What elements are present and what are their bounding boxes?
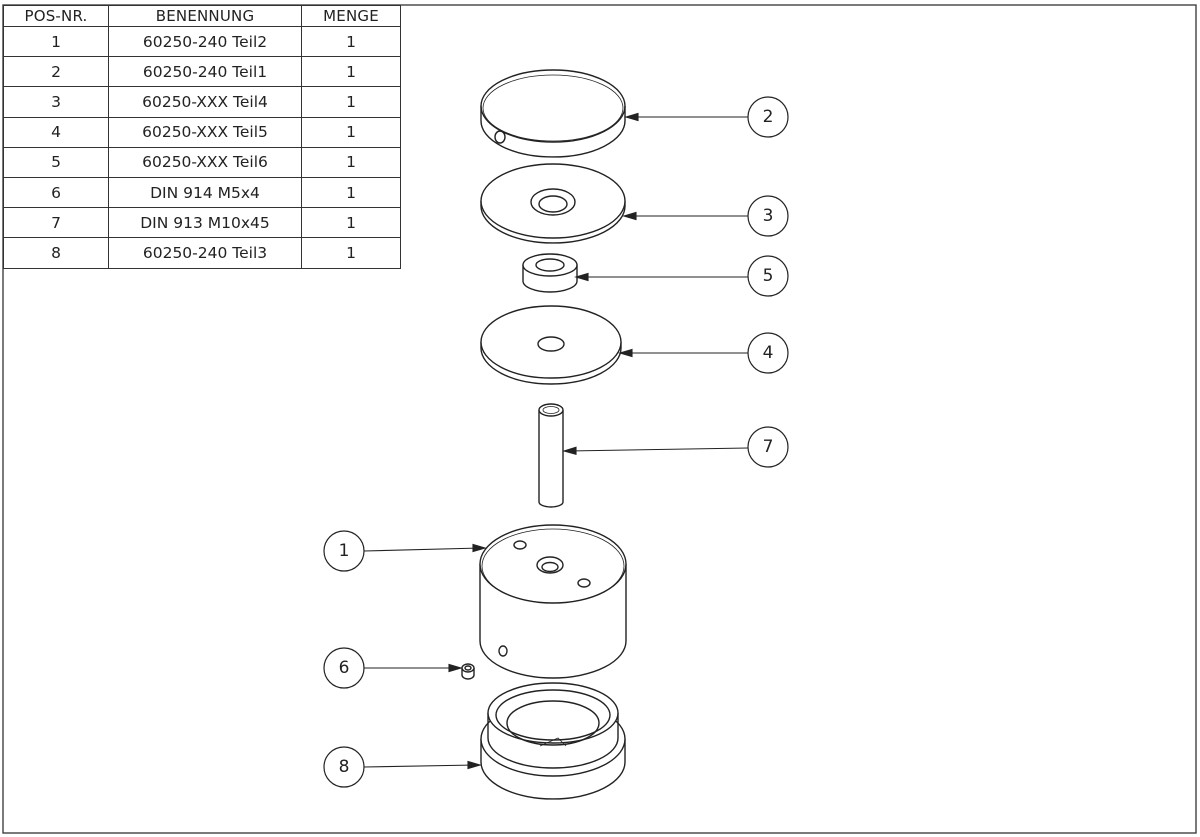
cell-name: 60250-240 Teil1 [108, 56, 302, 88]
drawing-frame [2, 4, 1197, 834]
balloon-7-label: 7 [763, 437, 774, 457]
cell-qty: 1 [301, 207, 401, 239]
table-row: 7 DIN 913 M10x45 1 [3, 207, 401, 239]
balloon-2-circle [747, 96, 789, 138]
balloon-5-circle [747, 255, 789, 297]
table-row: 4 60250-XXX Teil5 1 [3, 116, 401, 148]
cell-qty: 1 [301, 176, 401, 209]
balloon-4-label: 4 [763, 343, 774, 363]
cell-pos: 4 [3, 116, 109, 148]
table-row: 6 DIN 914 M5x4 1 [3, 176, 401, 209]
balloon-8-circle [323, 746, 365, 788]
header-name: BENENNUNG [108, 5, 302, 27]
cell-name: 60250-XXX Teil5 [108, 116, 302, 148]
leader-2 [624, 112, 748, 122]
cell-name: 60250-XXX Teil6 [108, 146, 302, 178]
cell-qty: 1 [301, 116, 401, 148]
cell-qty: 1 [301, 25, 401, 58]
leader-8 [363, 760, 482, 770]
cell-name: 60250-XXX Teil4 [108, 86, 302, 118]
balloon-8-label: 8 [339, 757, 350, 777]
cell-pos: 8 [3, 237, 109, 269]
balloon-6-circle [323, 647, 365, 689]
table-row: 2 60250-240 Teil1 1 [3, 56, 401, 88]
balloon-1-circle [323, 530, 365, 572]
balloon-3-circle [747, 195, 789, 237]
table-row: 1 60250-240 Teil2 1 [3, 25, 401, 58]
cell-pos: 3 [3, 86, 109, 118]
balloon-4-circle [747, 332, 789, 374]
balloon-7-circle [747, 426, 789, 468]
leader-1 [363, 543, 487, 553]
leader-5 [574, 272, 748, 282]
leader-6 [364, 663, 463, 673]
cell-name: 60250-240 Teil2 [108, 25, 302, 58]
table-row: 8 60250-240 Teil3 1 [3, 237, 401, 269]
cell-pos: 2 [3, 56, 109, 88]
leader-4 [618, 348, 748, 358]
cell-name: DIN 914 M5x4 [108, 176, 302, 209]
part-8-base [480, 682, 626, 800]
table-row: 3 60250-XXX Teil4 1 [3, 86, 401, 118]
table-row: 5 60250-XXX Teil6 1 [3, 146, 401, 178]
table-header-row: POS-NR. BENENNUNG MENGE [3, 5, 401, 27]
cell-pos: 6 [3, 176, 109, 209]
leader-7 [562, 446, 749, 456]
header-pos: POS-NR. [3, 5, 109, 27]
cell-name: DIN 913 M10x45 [108, 207, 302, 239]
cell-pos: 7 [3, 207, 109, 239]
balloon-6-label: 6 [339, 658, 350, 678]
balloon-1-label: 1 [339, 541, 350, 561]
cell-qty: 1 [301, 237, 401, 269]
part-2-cap [480, 69, 626, 158]
part-3-disc [480, 163, 626, 244]
part-5-ring [522, 253, 578, 293]
header-qty: MENGE [301, 5, 401, 27]
balloon-3-label: 3 [763, 206, 774, 226]
cell-qty: 1 [301, 146, 401, 178]
cell-qty: 1 [301, 56, 401, 88]
leader-3 [622, 211, 748, 221]
cell-pos: 1 [3, 25, 109, 58]
part-4-disc [480, 305, 622, 385]
cell-name: 60250-240 Teil3 [108, 237, 302, 269]
parts-list-table: POS-NR. BENENNUNG MENGE 1 60250-240 Teil… [3, 5, 401, 269]
balloon-2-label: 2 [763, 107, 774, 127]
cell-qty: 1 [301, 86, 401, 118]
part-6-screw [461, 663, 475, 680]
part-7-pin [538, 403, 564, 508]
balloon-5-label: 5 [763, 266, 774, 286]
cell-pos: 5 [3, 146, 109, 178]
part-1-body [479, 524, 627, 679]
